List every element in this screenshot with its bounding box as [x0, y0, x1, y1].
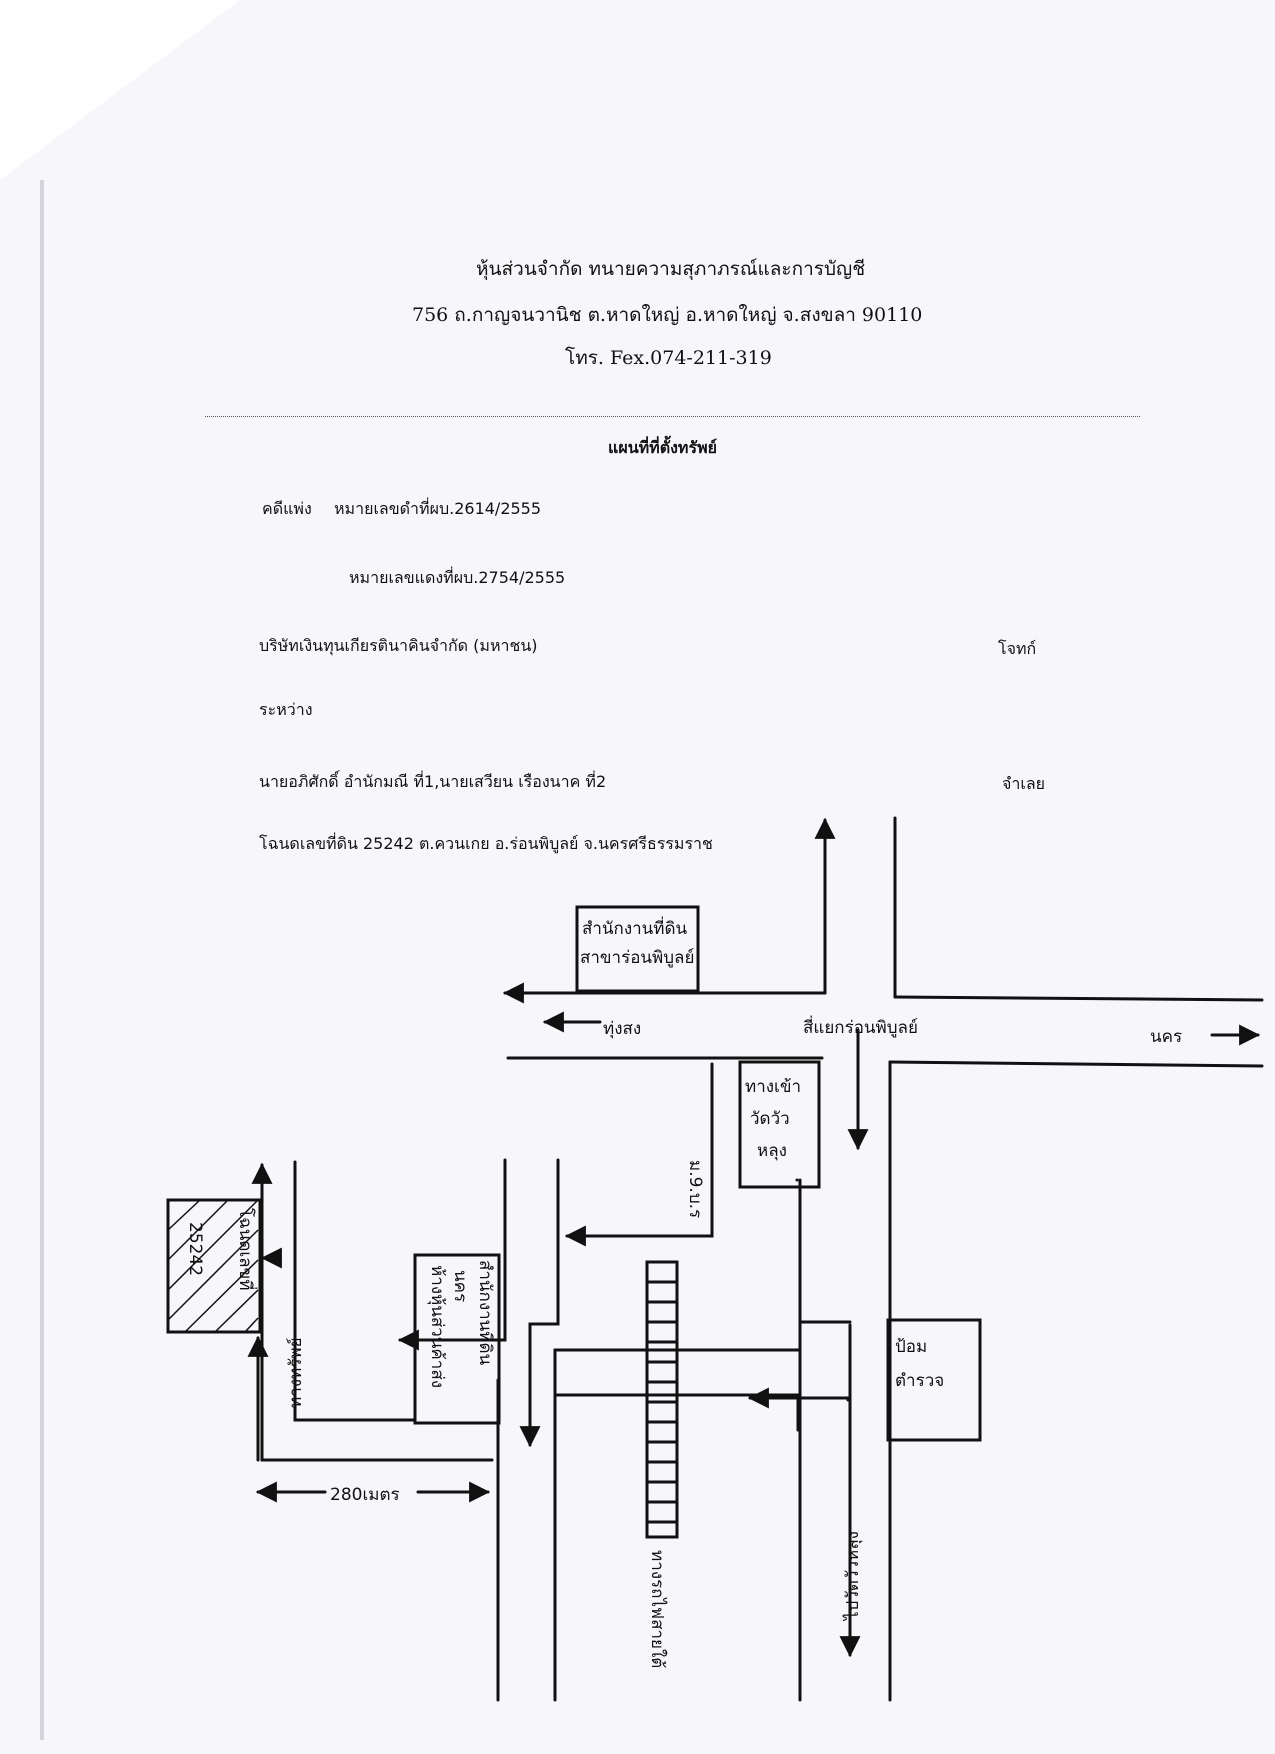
label-thung-song: ทุ่งสง [603, 1019, 641, 1039]
label-to-wat-wua-lung: ไปวัดวัวหลุง [842, 1531, 863, 1622]
land-plot-box [166, 1198, 262, 1334]
village-road-label: ม.9.บ.ร [685, 1160, 705, 1218]
black-case-number: หมายเลขดำที่ผบ.2614/2555 [334, 499, 542, 518]
temple-label-line1: ทางเข้า [745, 1077, 801, 1097]
road-lower-right [888, 1060, 1264, 1068]
police-box [886, 1318, 982, 1442]
land-office-label-line2: สาขาร่อนพิบูลย์ [580, 948, 694, 968]
road-upper-right [893, 995, 1264, 1002]
warehouse-label-line2: นคร [450, 1270, 470, 1302]
plaintiff-name: บริษัทเงินทุนเกียรตินาคินจำกัด (มหาชน) [259, 636, 538, 655]
land-office-box [575, 905, 700, 993]
red-case-number: หมายเลขแดงที่ผบ.2754/2555 [349, 568, 566, 587]
land-office-label-line1: สำนักงานที่ดิน [582, 916, 688, 939]
land-plot-owner-label: โฉนดเลขที่ [235, 1208, 258, 1290]
label-nakhon: นคร [1150, 1027, 1182, 1047]
railway-ties [645, 1280, 679, 1524]
road-far-left [397, 1158, 507, 1351]
page-edge [40, 180, 44, 1740]
case-type-label: คดีแพ่ง [262, 499, 312, 518]
police-label-line2: ตำรวจ [895, 1371, 944, 1391]
warehouse-label-line3: ห้างหุ้นส่วนค้าส่ง [427, 1265, 447, 1388]
header-divider [205, 416, 1140, 417]
railway-track [645, 1260, 679, 1539]
plot-road-inner [293, 1160, 417, 1422]
distance-label: 280เมตร [330, 1485, 400, 1505]
road-center-inner [555, 1393, 800, 1432]
firm-phone: โทร. Fex.074-211-319 [565, 347, 772, 369]
railway-label: ทางรถไฟสายใต้ [647, 1550, 668, 1668]
warehouse-label-line1: สำนักงานที่ดิน [475, 1260, 498, 1366]
defendant-role: จำเลย [1002, 774, 1046, 793]
plaintiff-role: โจทก์ [998, 639, 1037, 658]
temple-label-line2: วัดวัว [750, 1109, 790, 1129]
warehouse-box [413, 1253, 501, 1425]
police-label-line1: ป้อม [895, 1337, 927, 1357]
village-road [564, 1062, 714, 1247]
distance-side-label: ทางทรัพย์ [286, 1337, 306, 1408]
road-center-right [798, 1320, 852, 1702]
temple-entrance-box [738, 1060, 821, 1189]
land-plot-number: 25242 [185, 1222, 205, 1276]
road-center-left-edge [519, 1158, 560, 1448]
folded-corner [0, 0, 240, 180]
defendants-names: นายอภิศักดิ์ อำนักมณี ที่1,นายเสวียน เรื… [259, 772, 607, 791]
document-title: แผนที่ที่ตั้งทรัพย์ [608, 438, 717, 457]
between-label: ระหว่าง [259, 700, 313, 719]
label-ron-phibun-junction: สี่แยกร่อนพิบูลย์ [803, 1015, 918, 1038]
title-deed-info: โฉนดเลขที่ดิน 25242 ต.ควนเกย อ.ร่อนพิบูล… [259, 834, 713, 853]
firm-address: 756 ถ.กาญจนวานิช ต.หาดใหญ่ อ.หาดใหญ่ จ.ส… [412, 304, 923, 326]
firm-name: หุ้นส่วนจำกัด ทนายความสุภาภรณ์และการบัญช… [476, 258, 866, 280]
land-plot-hatching [167, 1199, 259, 1333]
temple-label-line3: หลุง [757, 1141, 787, 1161]
